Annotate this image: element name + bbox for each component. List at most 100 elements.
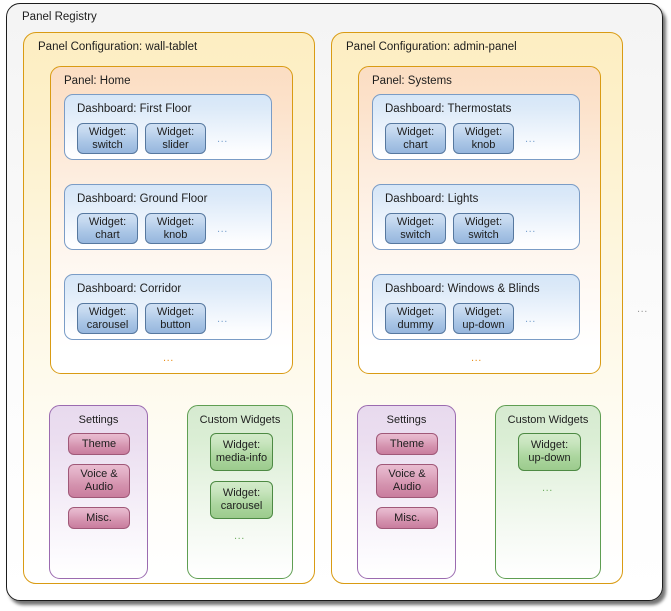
widget-prefix: Widget: (396, 215, 435, 228)
widget-prefix: Widget: (88, 125, 127, 138)
widget-name: carousel (86, 318, 129, 331)
widget-name: switch (468, 228, 499, 241)
widget-prefix: Widget: (88, 215, 127, 228)
panel-title: Panel: Home (64, 75, 131, 87)
settings-button-label: Misc. (394, 511, 420, 524)
custom-widgets-container[interactable]: Custom Widgets Widget: media-info Widget… (187, 405, 293, 579)
custom-widgets-title: Custom Widgets (507, 414, 589, 426)
widget-name: knob (163, 228, 188, 241)
custom-widgets-overflow-ellipsis[interactable]: ... (234, 530, 245, 542)
dashboard-corridor[interactable]: Dashboard: Corridor Widget: carousel Wid… (64, 274, 272, 340)
settings-button-misc[interactable]: Misc. (376, 507, 438, 529)
settings-button-label-line2: Audio (84, 481, 114, 493)
dashboard-thermostats[interactable]: Dashboard: Thermostats Widget: chart Wid… (372, 94, 580, 160)
settings-button-label-line2: Audio (392, 481, 422, 493)
dashboard-lights[interactable]: Dashboard: Lights Widget: switch Widget:… (372, 184, 580, 250)
settings-button-voice-audio[interactable]: Voice & Audio (376, 464, 438, 498)
widget-carousel[interactable]: Widget: carousel (77, 303, 138, 334)
settings-container[interactable]: Settings Theme Voice & Audio Misc. (49, 405, 148, 579)
widget-name: dummy (397, 318, 434, 331)
registry-overflow-ellipsis[interactable]: ... (637, 303, 648, 315)
widget-prefix: Widget: (88, 305, 127, 318)
widget-prefix: Widget: (464, 305, 503, 318)
panel-configuration-admin-panel[interactable]: Panel Configuration: admin-panel Panel: … (331, 32, 623, 584)
widget-name: carousel (220, 500, 263, 512)
widget-name: button (160, 318, 191, 331)
settings-button-label: Theme (389, 437, 425, 450)
widget-prefix: Widget: (156, 305, 195, 318)
dashboard-overflow-ellipsis[interactable]: ... (525, 223, 536, 235)
settings-button-label-line1: Voice & (80, 468, 118, 481)
custom-widgets-overflow-ellipsis[interactable]: ... (542, 482, 553, 494)
widget-prefix: Widget: (396, 125, 435, 138)
settings-button-label-line1: Voice & (388, 468, 426, 481)
dashboard-title: Dashboard: First Floor (77, 103, 192, 115)
panel-title: Panel: Systems (372, 75, 452, 87)
widget-name: switch (92, 138, 123, 151)
widget-name: media-info (215, 452, 268, 464)
widget-chart[interactable]: Widget: chart (77, 213, 138, 244)
widget-slider[interactable]: Widget: slider (145, 123, 206, 154)
custom-widget-media-info[interactable]: Widget: media-info (210, 433, 273, 471)
widget-name: chart (403, 138, 428, 151)
settings-button-voice-audio[interactable]: Voice & Audio (68, 464, 130, 498)
dashboard-title: Dashboard: Windows & Blinds (385, 283, 540, 295)
dashboard-overflow-ellipsis[interactable]: ... (217, 133, 228, 145)
dashboard-title: Dashboard: Corridor (77, 283, 182, 295)
panel-configuration-wall-tablet[interactable]: Panel Configuration: wall-tablet Panel: … (23, 32, 315, 584)
settings-button-label: Misc. (86, 511, 112, 524)
widget-name: up-down (462, 318, 505, 331)
custom-widgets-container[interactable]: Custom Widgets Widget: up-down ... (495, 405, 601, 579)
custom-widget-carousel[interactable]: Widget: carousel (210, 481, 273, 519)
widget-knob[interactable]: Widget: knob (145, 213, 206, 244)
widget-knob[interactable]: Widget: knob (453, 123, 514, 154)
settings-title: Settings (78, 414, 119, 426)
dashboard-windows-blinds[interactable]: Dashboard: Windows & Blinds Widget: dumm… (372, 274, 580, 340)
dashboard-title: Dashboard: Ground Floor (77, 193, 208, 205)
settings-container[interactable]: Settings Theme Voice & Audio Misc. (357, 405, 456, 579)
widget-name: switch (400, 228, 431, 241)
settings-button-misc[interactable]: Misc. (68, 507, 130, 529)
dashboard-title: Dashboard: Thermostats (385, 103, 512, 115)
widget-name: knob (471, 138, 496, 151)
custom-widget-up-down[interactable]: Widget: up-down (518, 433, 581, 471)
panel-home[interactable]: Panel: Home Dashboard: First Floor Widge… (50, 66, 293, 374)
dashboard-overflow-ellipsis[interactable]: ... (525, 133, 536, 145)
panel-overflow-ellipsis[interactable]: ... (163, 352, 174, 364)
widget-prefix: Widget: (222, 487, 261, 500)
widget-name: chart (95, 228, 120, 241)
dashboard-overflow-ellipsis[interactable]: ... (217, 223, 228, 235)
panel-overflow-ellipsis[interactable]: ... (471, 352, 482, 364)
panel-systems[interactable]: Panel: Systems Dashboard: Thermostats Wi… (358, 66, 601, 374)
widget-prefix: Widget: (156, 125, 195, 138)
widget-prefix: Widget: (464, 125, 503, 138)
dashboard-overflow-ellipsis[interactable]: ... (525, 313, 536, 325)
widget-up-down[interactable]: Widget: up-down (453, 303, 514, 334)
dashboard-ground-floor[interactable]: Dashboard: Ground Floor Widget: chart Wi… (64, 184, 272, 250)
widget-prefix: Widget: (222, 439, 261, 452)
widget-prefix: Widget: (156, 215, 195, 228)
panel-configuration-title: Panel Configuration: wall-tablet (38, 41, 198, 53)
settings-button-theme[interactable]: Theme (68, 433, 130, 455)
widget-prefix: Widget: (396, 305, 435, 318)
widget-switch[interactable]: Widget: switch (77, 123, 138, 154)
widget-switch-1[interactable]: Widget: switch (385, 213, 446, 244)
widget-prefix: Widget: (464, 215, 503, 228)
custom-widgets-title: Custom Widgets (199, 414, 281, 426)
widget-dummy[interactable]: Widget: dummy (385, 303, 446, 334)
settings-title: Settings (386, 414, 427, 426)
dashboard-title: Dashboard: Lights (385, 193, 479, 205)
widget-chart[interactable]: Widget: chart (385, 123, 446, 154)
widget-name: slider (162, 138, 189, 151)
panel-registry-title: Panel Registry (22, 11, 97, 23)
widget-prefix: Widget: (530, 439, 569, 452)
settings-button-label: Theme (81, 437, 117, 450)
panel-configuration-title: Panel Configuration: admin-panel (346, 41, 517, 53)
settings-button-theme[interactable]: Theme (376, 433, 438, 455)
dashboard-first-floor[interactable]: Dashboard: First Floor Widget: switch Wi… (64, 94, 272, 160)
widget-switch-2[interactable]: Widget: switch (453, 213, 514, 244)
panel-registry-container: Panel Registry Panel Configuration: wall… (6, 3, 663, 601)
widget-name: up-down (528, 452, 571, 464)
widget-button[interactable]: Widget: button (145, 303, 206, 334)
dashboard-overflow-ellipsis[interactable]: ... (217, 313, 228, 325)
